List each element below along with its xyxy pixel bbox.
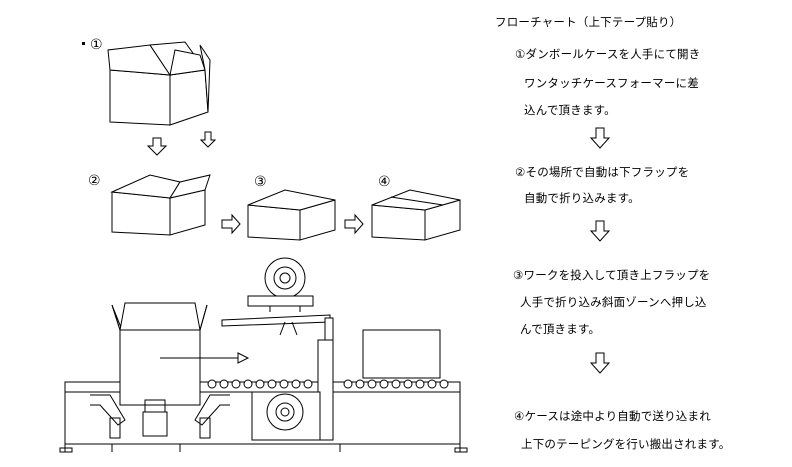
step-4-line-2: 上下のテーピングを行い搬出されます。 — [521, 437, 731, 451]
step-2-line-1: ②その場所で自動は下フラップを — [515, 165, 690, 179]
box-step-2 — [110, 174, 211, 236]
down-arrow-icon — [589, 127, 611, 149]
open-box-1 — [107, 41, 211, 126]
diagram-step-2-label: ② — [88, 173, 101, 189]
stray-dot — [82, 42, 85, 45]
down-arrow-icon — [589, 220, 611, 242]
diagram-step-4-label: ④ — [378, 174, 391, 190]
case-sealer-machine — [59, 257, 468, 453]
step-1-line-2: ワンタッチケースフォーマーに差 — [524, 76, 699, 90]
step-2-line-2: 自動で折り込みます。 — [524, 191, 640, 205]
roller-conveyor — [207, 379, 449, 389]
diagram-step-3-label: ③ — [254, 174, 267, 190]
down-arrow-icon — [146, 137, 168, 156]
step-3-line-1: ③ワークを投入して頂き上フラップを — [513, 268, 711, 282]
step-4-line-1: ④ケースは途中より自動で送り込まれ — [514, 409, 711, 423]
step-3-line-3: んで頂きます。 — [520, 322, 601, 336]
step-1-line-1: ①ダンボールケースを人手にて開き — [515, 47, 701, 61]
step-1-line-3: 込んで頂きます。 — [524, 103, 616, 117]
down-arrow-icon — [589, 352, 611, 374]
down-arrow-icon — [199, 131, 217, 148]
box-step-3 — [247, 189, 336, 241]
step-3-line-2: 人手で折り込み斜面ゾーンへ押し込 — [520, 295, 707, 309]
diagram-step-1-label: ① — [90, 37, 103, 53]
flowchart-title: フローチャート（上下テープ貼り） — [495, 15, 682, 29]
box-step-4 — [371, 189, 461, 241]
right-arrow-icon — [344, 213, 364, 235]
right-arrow-icon — [221, 213, 241, 235]
